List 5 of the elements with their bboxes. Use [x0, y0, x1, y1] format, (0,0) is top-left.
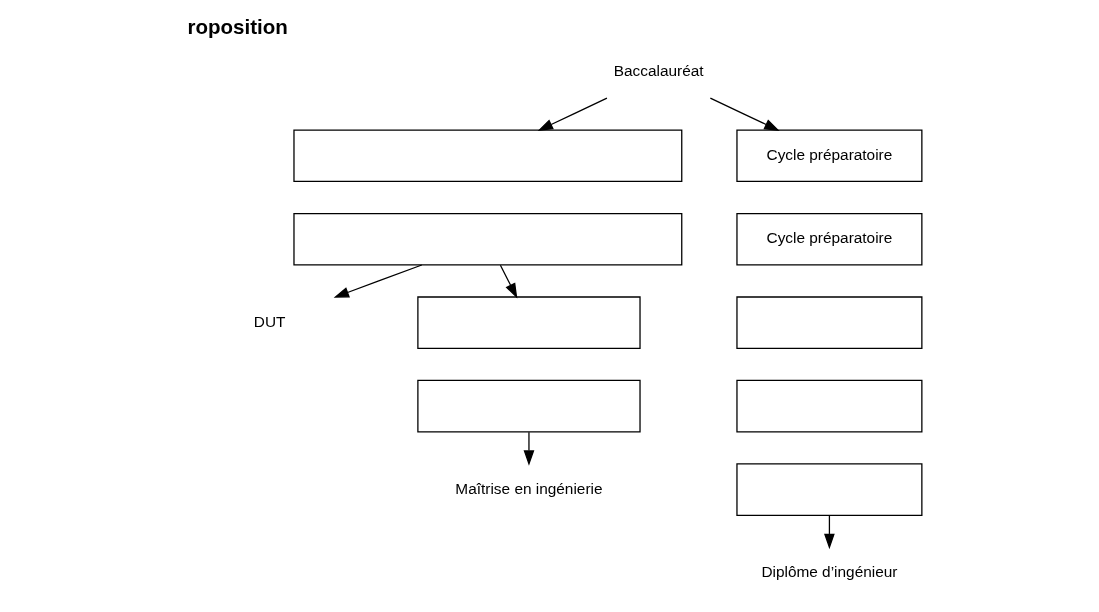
- node-text: Maîtrise en ingénierie: [455, 479, 603, 497]
- node-text: DUT: [253, 312, 286, 330]
- node-text: Baccalauréat: [613, 62, 704, 80]
- node-text: Diplôme d’ingénieur: [761, 563, 898, 581]
- diagram-title: roposition: [187, 14, 288, 38]
